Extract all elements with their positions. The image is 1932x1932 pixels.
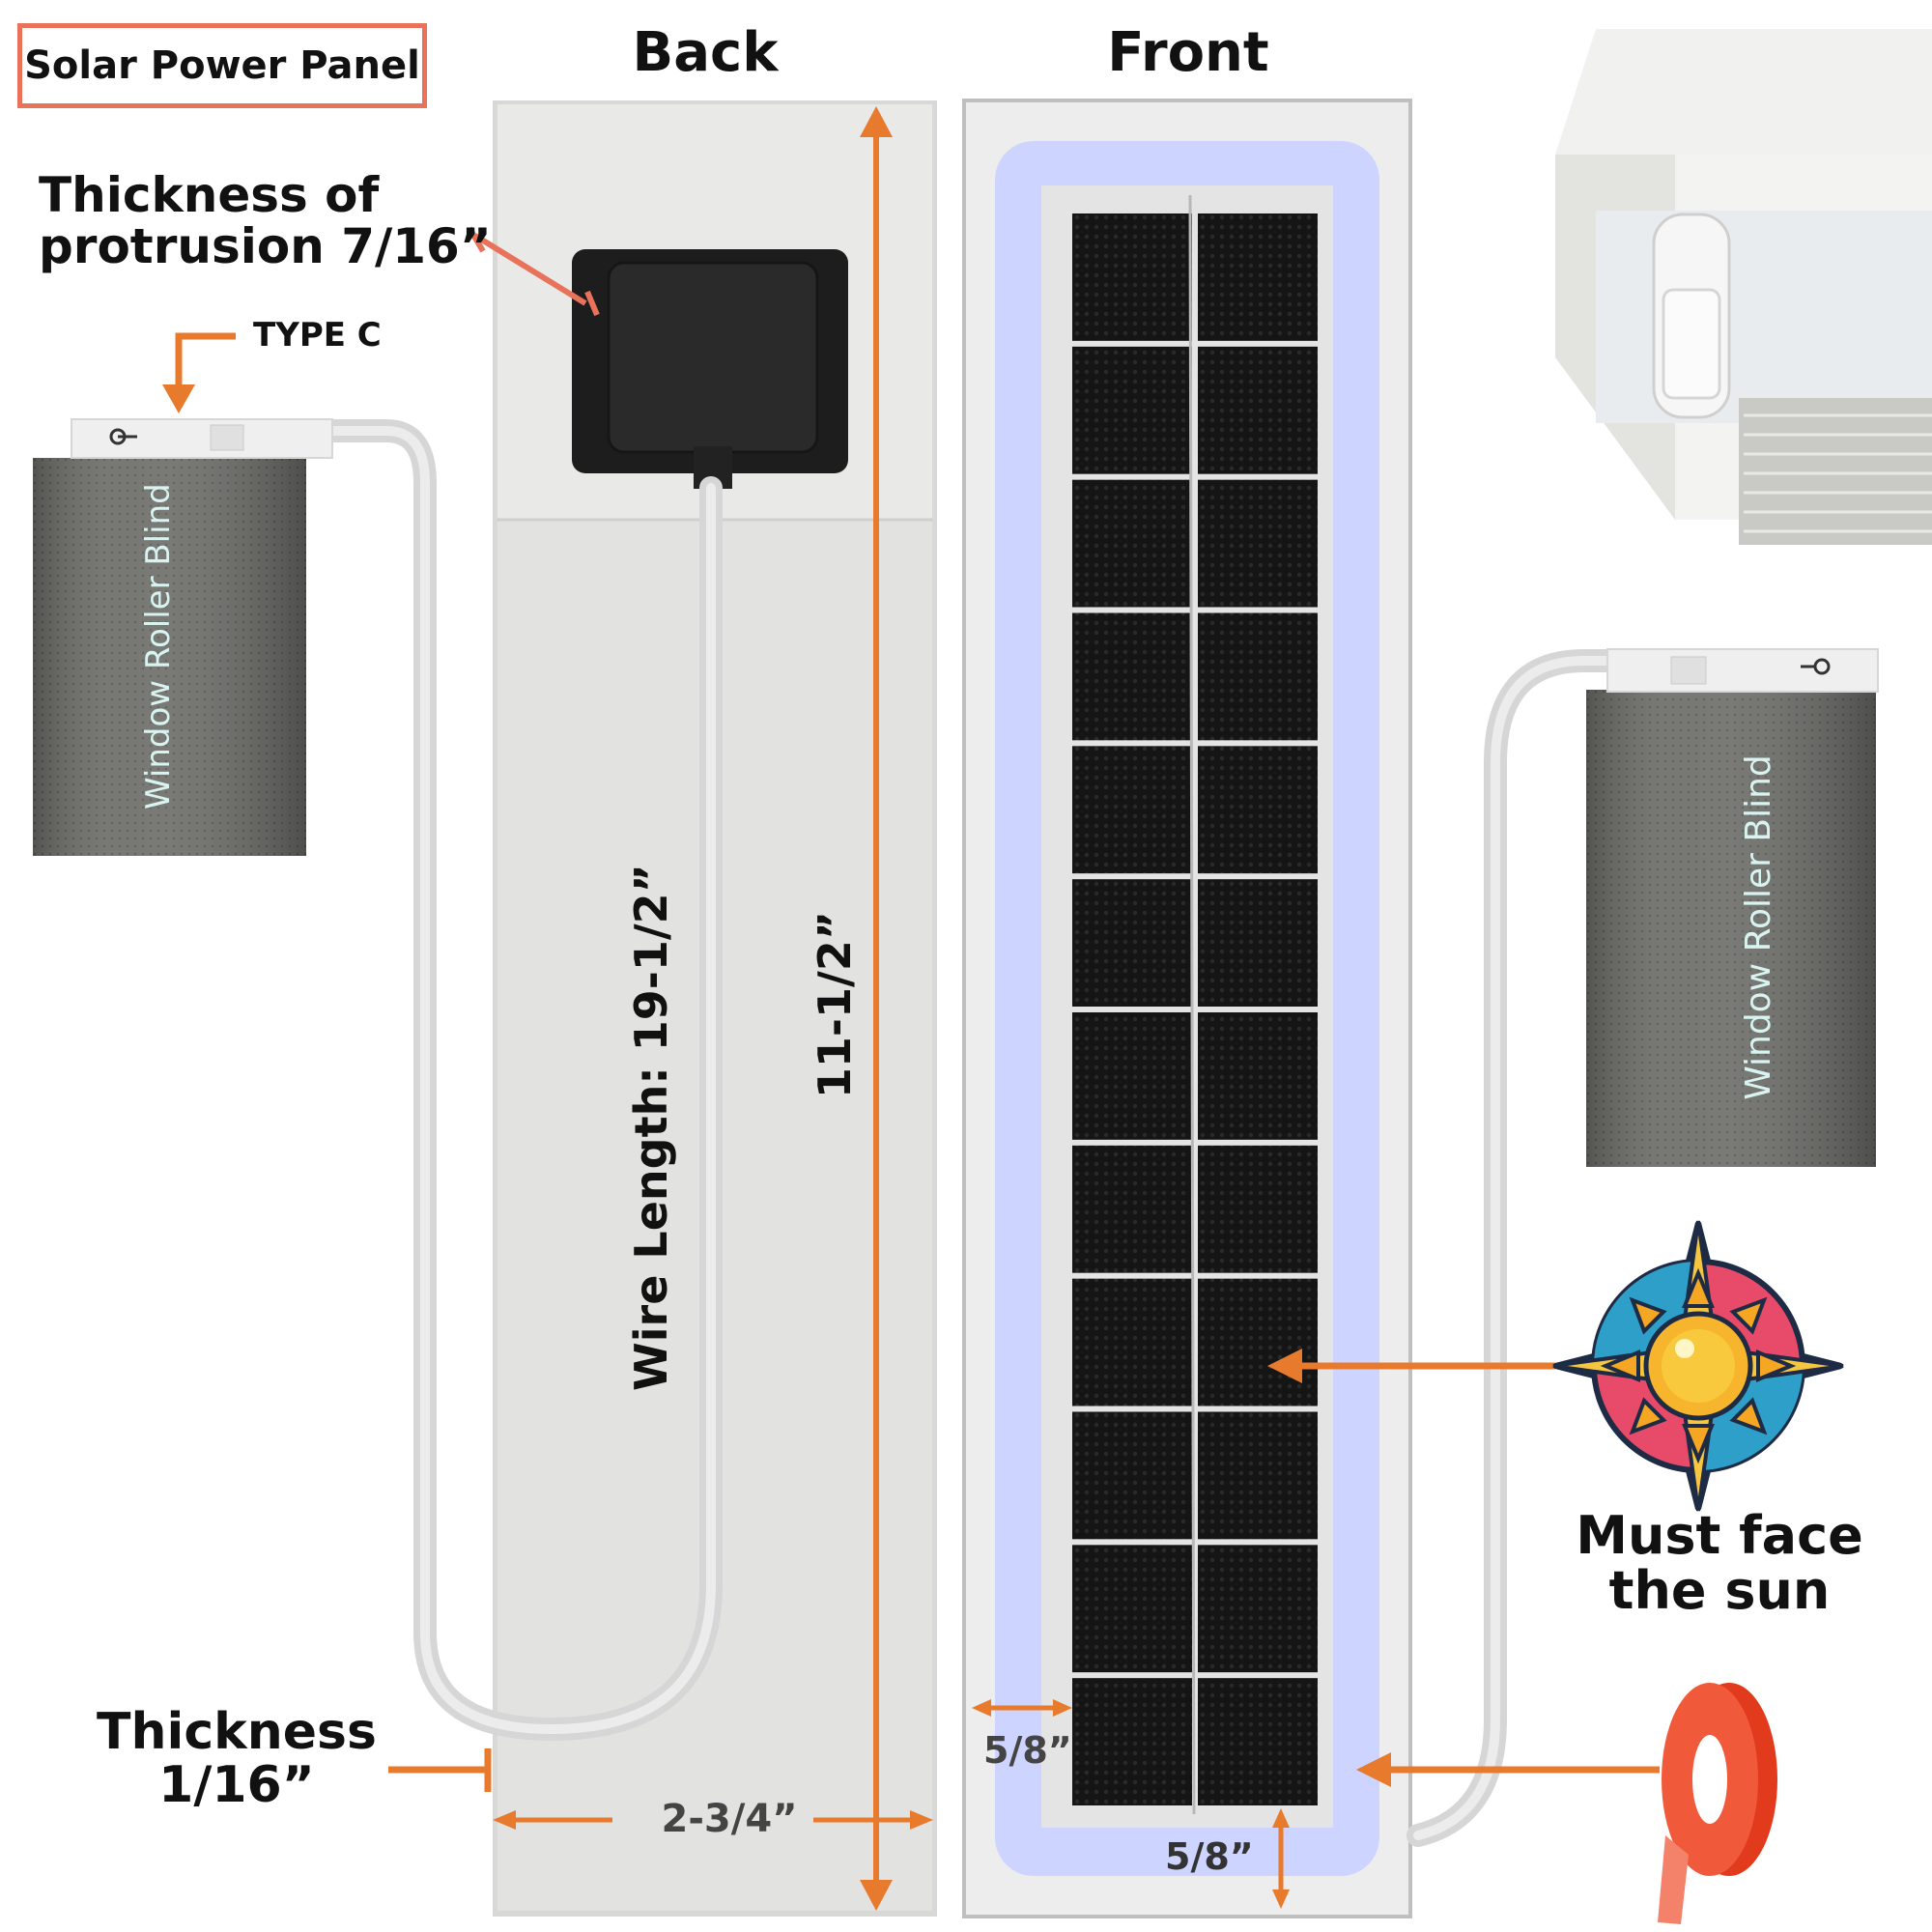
tape-arrow [1356, 1752, 1660, 1787]
solar-cell [1072, 1145, 1192, 1273]
solar-cell [1072, 213, 1192, 341]
junction-box-icon [572, 249, 848, 489]
sun-arrow [1267, 1349, 1555, 1383]
heading-back: Back [632, 21, 779, 84]
height-dimension [860, 106, 893, 1911]
solar-cell [1072, 1545, 1192, 1673]
solar-cell [1072, 1411, 1192, 1540]
solar-cell [1198, 479, 1318, 608]
thickness-marker [388, 1748, 492, 1792]
blind-right-label: Window Roller Blind [1739, 754, 1778, 1100]
blind-right [1586, 648, 1879, 1167]
wire-length-label: Wire Length: 19-1/2” [625, 864, 677, 1391]
solar-cell [1072, 612, 1192, 741]
bottom-margin-dimension [1272, 1808, 1290, 1909]
solar-cell [1072, 746, 1192, 874]
side-margin-dimension [972, 1699, 1072, 1717]
side-margin-label: 5/8” [983, 1729, 1072, 1772]
title-box: Solar Power Panel [17, 23, 427, 108]
solar-cell [1198, 746, 1318, 874]
width-dimension [493, 1810, 933, 1830]
title: Solar Power Panel [24, 43, 420, 88]
solar-cell [1198, 1545, 1318, 1673]
solar-cell [1198, 1411, 1318, 1540]
protrusion-label: Thickness of protrusion 7/16” [39, 167, 492, 274]
solar-cell [1198, 1145, 1318, 1273]
solar-cell [1198, 1012, 1318, 1140]
bottom-margin-label: 5/8” [1165, 1835, 1254, 1878]
solar-cell [1198, 879, 1318, 1007]
heading-front: Front [1107, 21, 1269, 84]
solar-cell [1198, 346, 1318, 474]
sun-note: Must face the sun [1576, 1505, 1863, 1621]
front-panel [962, 99, 1412, 1918]
solar-cell [1072, 1012, 1192, 1140]
protrusion-pointer [467, 226, 600, 317]
solar-cell [1072, 879, 1192, 1007]
sun-compass-icon [1552, 1220, 1844, 1512]
type-c-label: TYPE C [253, 316, 382, 355]
thickness-label: Thickness 1/16” [97, 1703, 377, 1814]
solar-cell [1072, 346, 1192, 474]
blind-left-label: Window Roller Blind [139, 483, 178, 810]
solar-cell [1198, 1678, 1318, 1805]
height-label: 11-1/2” [809, 910, 861, 1099]
type-c-arrow [162, 332, 236, 413]
solar-cell [1072, 1278, 1192, 1406]
solar-cell [1198, 213, 1318, 341]
width-label: 2-3/4” [661, 1797, 798, 1841]
solar-cell [1072, 479, 1192, 608]
solar-cell [1198, 1278, 1318, 1406]
solar-cell [1198, 612, 1318, 741]
window-frame-photo [1555, 29, 1932, 545]
solar-cells [1072, 213, 1318, 1805]
tape-roll-icon [1658, 1683, 1777, 1924]
blind-left [33, 418, 333, 856]
solar-cell [1072, 1678, 1192, 1805]
usb-connector-icon [109, 424, 244, 451]
